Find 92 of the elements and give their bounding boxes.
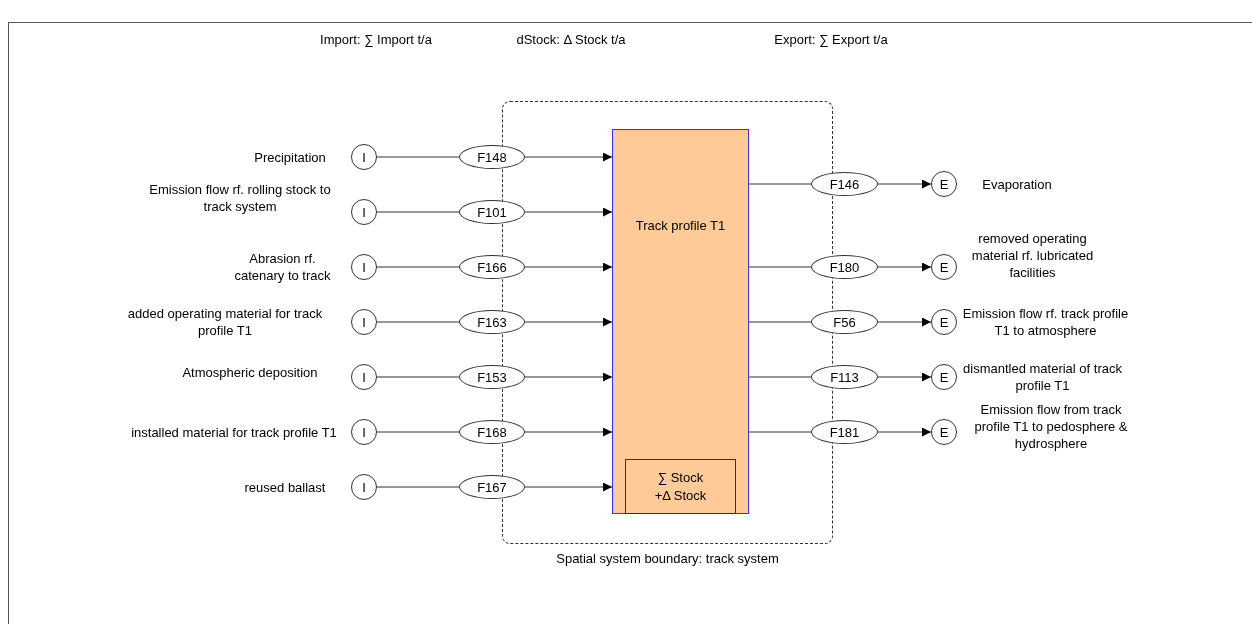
flow-arrow <box>524 207 613 217</box>
flow-ellipse <box>459 365 525 389</box>
flow-description: Emission flow rf. rolling stock to track system <box>148 181 332 215</box>
flow-label: F113 <box>830 370 859 384</box>
flow-ellipse <box>459 420 525 444</box>
flow-line <box>748 266 812 268</box>
column-heading: Import: ∑ Import t/a <box>320 31 432 50</box>
flow-label: F167 <box>477 480 507 494</box>
terminal-label: E <box>939 425 949 439</box>
flow-arrow <box>524 427 613 437</box>
flow-description: Emission flow from track profile T1 to pedosphere & hydrosphere <box>973 400 1129 452</box>
terminal-circle <box>351 419 377 445</box>
terminal-label: I <box>362 150 366 164</box>
terminal-label: I <box>362 370 366 384</box>
flow-ellipse <box>811 420 878 444</box>
flow-description: added operating material for track profile T1 <box>126 305 324 339</box>
flow-description: Evaporation <box>981 175 1053 193</box>
terminal-label: E <box>939 370 949 384</box>
flow-arrow <box>877 372 932 382</box>
process-label: Track profile T1 <box>634 217 727 235</box>
flow-line <box>748 183 812 185</box>
flow-arrow <box>524 372 613 382</box>
terminal-label: E <box>939 315 949 329</box>
terminal-circle <box>931 254 957 280</box>
flow-description: removed operating material rf. lubricated facilities <box>970 229 1095 281</box>
terminal-circle <box>351 199 377 225</box>
flow-arrow <box>877 262 932 272</box>
terminal-circle <box>931 171 957 197</box>
flow-description: Atmospheric deposition <box>181 363 319 381</box>
flow-ellipse <box>811 365 878 389</box>
terminal-label: E <box>939 260 949 274</box>
flow-label: F101 <box>477 205 507 219</box>
terminal-circle <box>351 474 377 500</box>
flow-arrow <box>877 179 932 189</box>
flow-arrow <box>877 317 932 327</box>
flow-line <box>748 431 812 433</box>
flow-label: F181 <box>829 425 860 439</box>
terminal-circle <box>351 309 377 335</box>
column-heading: dStock: Δ Stock t/a <box>516 31 626 50</box>
flow-line <box>376 211 460 213</box>
flow-arrow <box>524 317 613 327</box>
flow-line <box>376 266 460 268</box>
terminal-label: I <box>362 425 366 439</box>
terminal-circle <box>351 144 377 170</box>
process-box <box>612 129 749 514</box>
terminal-label: I <box>362 315 366 329</box>
terminal-circle <box>351 254 377 280</box>
flow-ellipse <box>459 145 525 169</box>
flow-ellipse <box>811 310 878 334</box>
flow-line <box>376 321 460 323</box>
flow-line <box>376 156 460 158</box>
flow-arrow <box>524 262 613 272</box>
flow-description: Emission flow rf. track profile T1 to atmosphere <box>961 305 1130 339</box>
flow-label: F168 <box>477 425 507 439</box>
flow-ellipse <box>459 255 525 279</box>
terminal-circle <box>351 364 377 390</box>
flow-ellipse <box>811 255 878 279</box>
flow-label: F146 <box>829 177 860 191</box>
flow-label: F56 <box>833 315 856 329</box>
flow-description: installed material for track profile T1 <box>130 423 338 441</box>
flow-description: reused ballast <box>243 478 327 496</box>
flow-description: Abrasion rf. catenary to track <box>233 250 332 284</box>
boundary-caption: Spatial system boundary: track system <box>555 550 780 568</box>
stock-box <box>625 459 736 514</box>
flow-description: Precipitation <box>253 148 327 166</box>
flow-line <box>376 431 460 433</box>
flow-label: F148 <box>477 150 507 164</box>
flow-ellipse <box>459 310 525 334</box>
flow-label: F166 <box>477 260 507 274</box>
flow-line <box>748 376 812 378</box>
flow-ellipse <box>459 200 525 224</box>
flow-arrow <box>877 427 932 437</box>
terminal-label: I <box>362 480 366 494</box>
flow-line <box>376 486 460 488</box>
terminal-circle <box>931 309 957 335</box>
flow-label: F163 <box>477 315 507 329</box>
flow-description: dismantled material of track profile T1 <box>962 360 1123 394</box>
flow-line <box>376 376 460 378</box>
flow-ellipse <box>459 475 525 499</box>
terminal-circle <box>931 364 957 390</box>
terminal-label: I <box>362 260 366 274</box>
flow-arrow <box>524 482 613 492</box>
flow-ellipse <box>811 172 878 196</box>
flow-label: F180 <box>829 260 860 274</box>
column-heading: Export: ∑ Export t/a <box>774 31 888 50</box>
terminal-circle <box>931 419 957 445</box>
flow-arrow <box>524 152 613 162</box>
terminal-label: I <box>362 205 366 219</box>
flow-line <box>748 321 812 323</box>
stock-label: ∑ Stock +Δ Stock <box>653 468 708 505</box>
terminal-label: E <box>939 177 949 191</box>
flow-label: F153 <box>477 370 507 384</box>
